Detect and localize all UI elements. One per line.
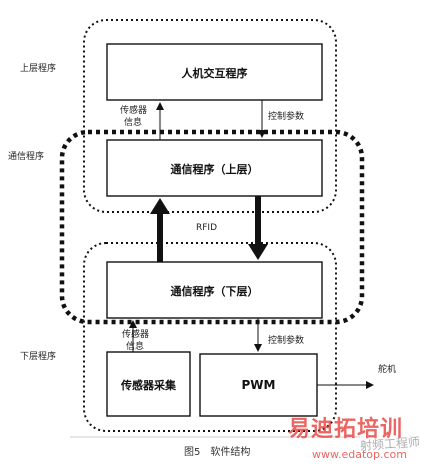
comm-layer-label: 通信程序 — [8, 152, 45, 162]
comm-layer-region — [59, 129, 365, 325]
lower-layer-region — [83, 242, 337, 432]
rfid-label: RFID — [196, 223, 218, 233]
pwm-box — [199, 353, 318, 417]
figure-caption: 图5 软件结构 — [184, 447, 251, 458]
comm-lower-box-label: 通信程序（下层） — [170, 285, 259, 298]
hci-box — [106, 43, 323, 101]
rfid-arrow-up-head — [150, 198, 170, 214]
comm-lower-box — [106, 261, 323, 319]
lower-layer-label: 下层程序 — [20, 352, 57, 362]
sensor-collect-box — [106, 351, 191, 417]
hci-box-label: 人机交互程序 — [181, 67, 248, 80]
servo-label: 舵机 — [378, 365, 397, 375]
comm-upper-box-label: 通信程序（上层） — [170, 163, 259, 176]
pwm-box-label: PWM — [241, 378, 276, 392]
watermark-url: www.edatop.com — [312, 448, 407, 461]
sensor-info-bottom-label-2: 信息 — [126, 342, 145, 352]
sensor-info-top-label-2: 信息 — [124, 118, 143, 128]
sensor-collect-box-label: 传感器采集 — [121, 379, 176, 392]
control-params-top-label: 控制参数 — [268, 112, 305, 122]
watermark-brand: 易迪拓培训 — [288, 417, 404, 442]
control-params-bottom-label: 控制参数 — [268, 336, 305, 346]
rfid-arrow-down-head — [248, 244, 268, 260]
sensor-info-bottom-label-1: 传感器 — [122, 330, 150, 340]
upper-layer-region — [83, 19, 337, 213]
comm-upper-box — [106, 139, 323, 197]
upper-layer-label: 上层程序 — [20, 64, 57, 74]
sensor-info-top-label-1: 传感器 — [120, 106, 148, 116]
